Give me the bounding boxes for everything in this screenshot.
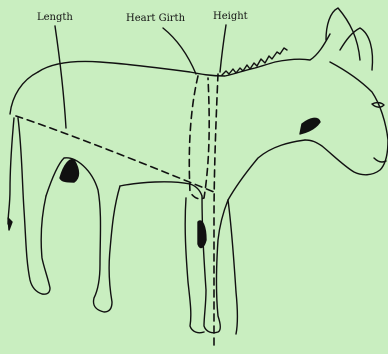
length-measure-line	[16, 116, 214, 192]
hind-leg-front	[46, 158, 120, 312]
front-leg-far	[185, 198, 204, 333]
stifle-shadow	[60, 160, 79, 182]
donkey-neck-chest	[228, 140, 305, 200]
donkey-tail	[8, 118, 14, 224]
front-leg-chest	[228, 200, 238, 334]
hind-leg-back	[18, 118, 50, 294]
donkey-mouth	[374, 158, 386, 162]
height-leader-line	[220, 25, 226, 72]
heart-girth-leader-line	[163, 28, 196, 74]
donkey-rump	[10, 72, 38, 114]
throat-shadow	[300, 118, 320, 134]
front-leg-near	[202, 196, 228, 333]
donkey-ear-back	[326, 8, 360, 60]
donkey-ear-front	[340, 28, 373, 70]
length-leader-line	[55, 26, 66, 128]
donkey-tail-tuft	[8, 218, 12, 230]
donkey-body-outline	[38, 34, 330, 76]
elbow-shadow	[198, 221, 206, 248]
heart-girth-measure-line	[189, 76, 209, 199]
